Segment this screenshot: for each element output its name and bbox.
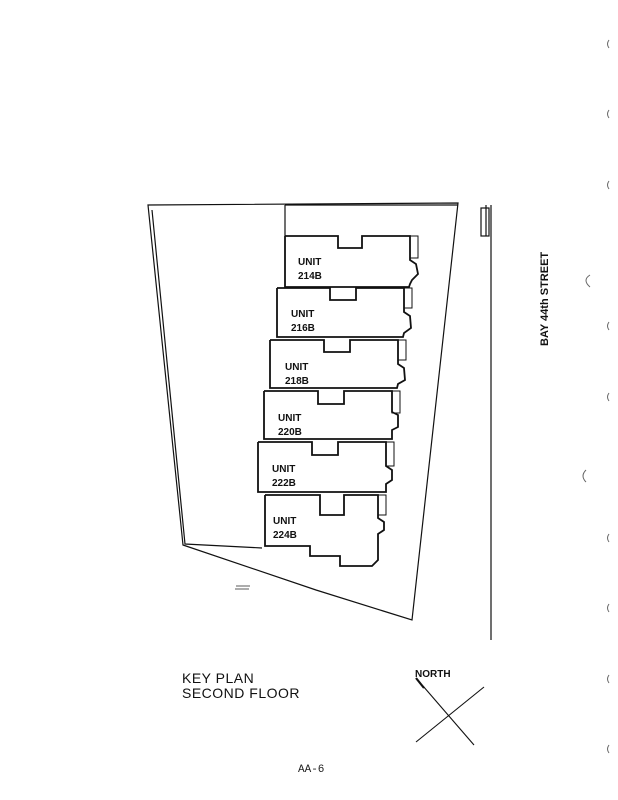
unit-label-word: UNIT bbox=[278, 413, 301, 424]
street-marker bbox=[480, 207, 490, 237]
plan-title: KEY PLAN SECOND FLOOR bbox=[182, 671, 300, 701]
plan-subtitle-line: SECOND FLOOR bbox=[182, 685, 301, 701]
unit-label-word: UNIT bbox=[291, 309, 314, 320]
unit-label-number: 216B bbox=[291, 323, 315, 334]
unit-outline-224b bbox=[264, 494, 387, 567]
unit-outline-218b bbox=[269, 339, 407, 389]
unit-label-number: 214B bbox=[298, 271, 322, 282]
north-arrow-line bbox=[415, 686, 485, 743]
unit-label-word: UNIT bbox=[272, 464, 295, 475]
unit-labels: UNIT 214B UNIT 216B UNIT 218B UNIT 220B … bbox=[272, 257, 322, 541]
scan-margin-marks bbox=[582, 39, 610, 754]
scale-mark bbox=[235, 585, 250, 590]
unit-outline-216b bbox=[276, 287, 413, 338]
unit-label-word: UNIT bbox=[273, 516, 296, 527]
unit-label-word: UNIT bbox=[298, 257, 321, 268]
unit-outline-214b bbox=[284, 235, 419, 288]
lot-boundary bbox=[147, 202, 459, 621]
unit-label-number: 222B bbox=[272, 478, 296, 489]
unit-label-number: 224B bbox=[273, 530, 297, 541]
plan-title-line: KEY PLAN bbox=[182, 670, 255, 686]
unit-label-number: 220B bbox=[278, 427, 302, 438]
unit-outline-220b bbox=[263, 390, 401, 440]
north-arrow-pointer bbox=[415, 677, 425, 689]
page-number: AA-6 bbox=[298, 764, 325, 776]
north-label: NORTH bbox=[415, 669, 451, 680]
side-yard-line bbox=[151, 209, 263, 549]
unit-outline-222b bbox=[257, 441, 395, 493]
unit-label-number: 218B bbox=[285, 376, 309, 387]
unit-label-word: UNIT bbox=[285, 362, 308, 373]
street-label: BAY 44th STREET bbox=[539, 252, 551, 346]
